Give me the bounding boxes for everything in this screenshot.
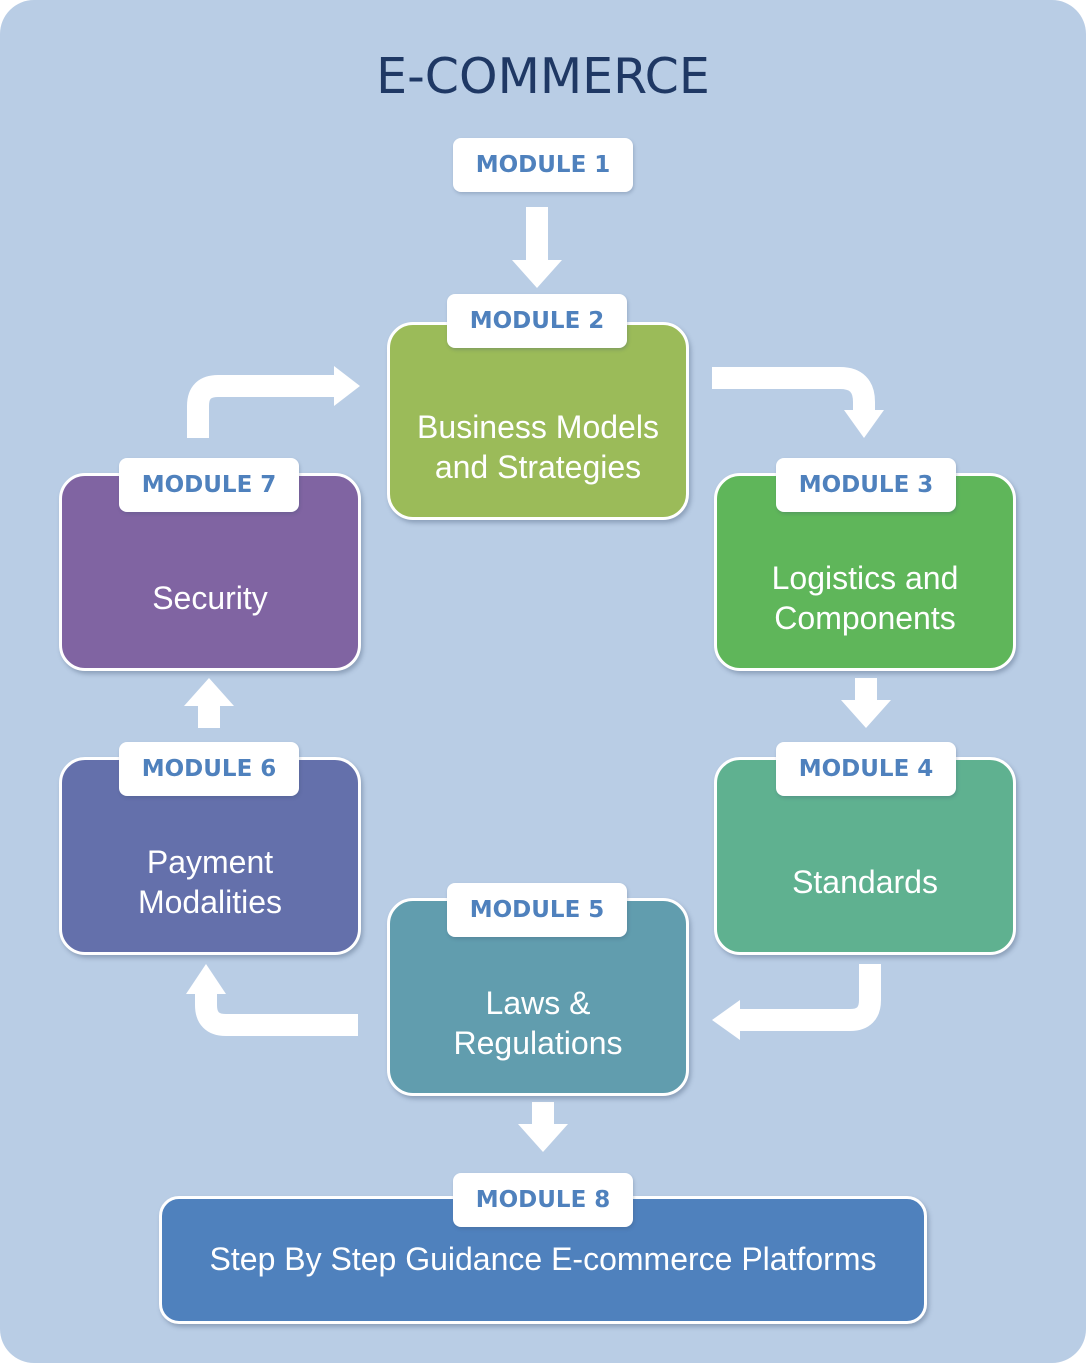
arrow-m7-to-m2: [187, 375, 336, 438]
diagram-title: E-COMMERCE: [376, 48, 710, 105]
arrow-m5-to-m6: [195, 992, 358, 1036]
module-2-label: MODULE 2: [447, 294, 627, 348]
module-4-label: MODULE 4: [776, 742, 956, 796]
module-7-text: Security: [152, 580, 268, 616]
arrow-m5-to-m8: [518, 1102, 568, 1152]
module-2-text: Business Models and Strategies: [417, 409, 659, 485]
module-3-label: MODULE 3: [776, 458, 956, 512]
arrow-m3-to-m4: [841, 678, 891, 728]
module-8-text: Step By Step Guidance E-commerce Platfor…: [209, 1241, 877, 1277]
arrow-m1-to-m2: [512, 207, 562, 288]
module-3-text: Logistics and Components: [771, 560, 959, 636]
module-5-text: Laws & Regulations: [453, 985, 623, 1061]
module-2-box: Business Models and Strategies: [387, 322, 689, 520]
module-6-label: MODULE 6: [119, 742, 299, 796]
module-7-label: MODULE 7: [119, 458, 299, 512]
arrowhead-m5-to-m6: [186, 964, 226, 994]
arrow-m6-to-m7: [184, 678, 234, 728]
module-8-label: MODULE 8: [453, 1173, 633, 1227]
module-1-label: MODULE 1: [453, 138, 633, 192]
arrowhead-m2-to-m3: [844, 410, 884, 438]
module-4-text: Standards: [792, 864, 938, 900]
module-6-text: Payment Modalities: [137, 844, 283, 920]
arrowhead-m4-to-m5: [712, 1000, 740, 1040]
module-5-label: MODULE 5: [447, 883, 627, 937]
arrow-m2-to-m3: [712, 367, 875, 413]
arrowhead-m7-to-m2: [334, 366, 360, 406]
arrow-m4-to-m5: [738, 964, 881, 1031]
